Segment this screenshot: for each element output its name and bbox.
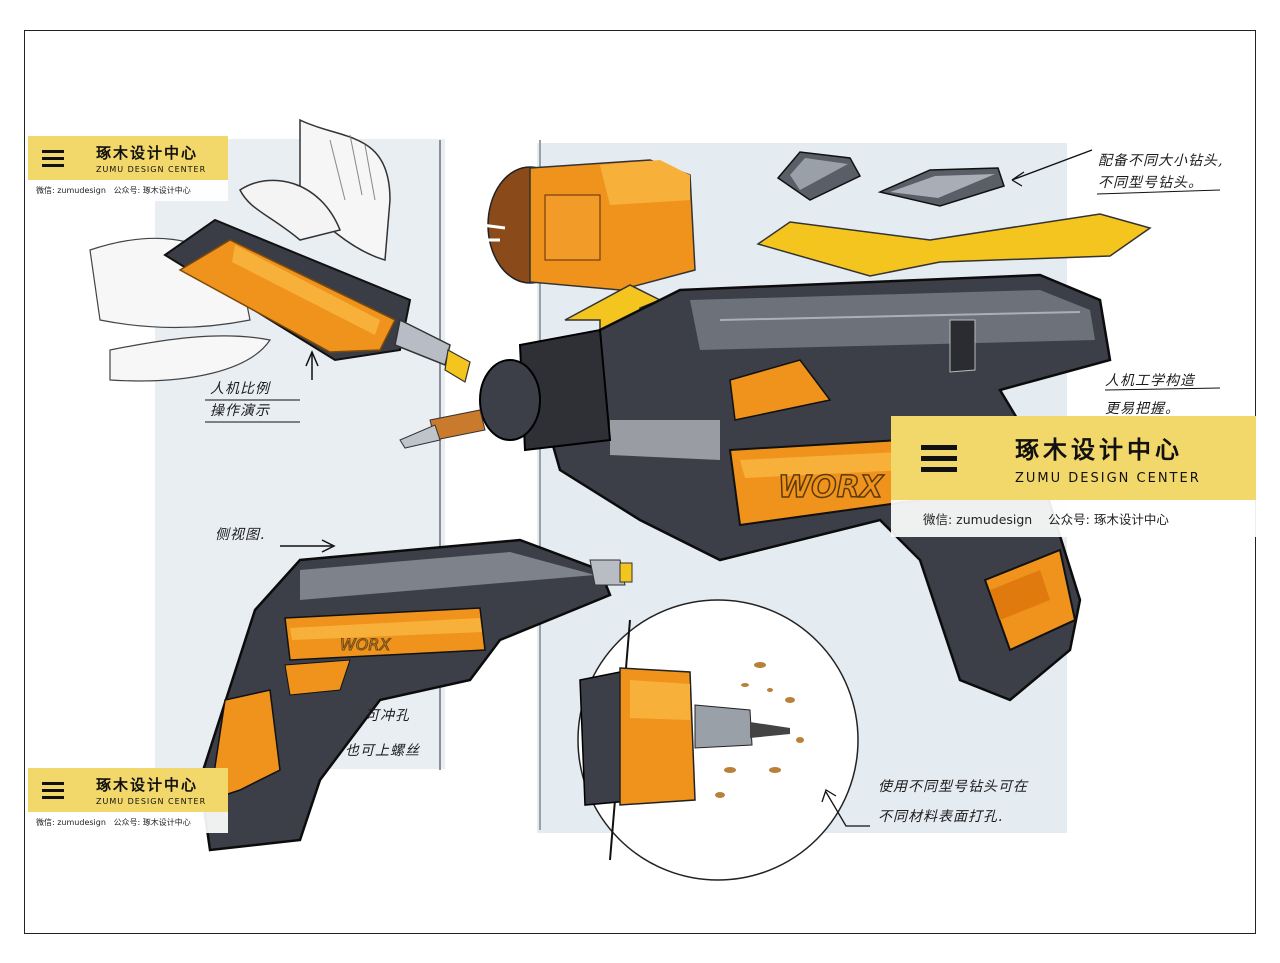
note-use-bits: 使用不同型号钻头可在	[878, 779, 1028, 795]
badge-wechat: 微信: zumudesign	[923, 512, 1033, 527]
brand-logo-side: WORX	[340, 635, 392, 654]
badge-wechat: 微信: zumudesign	[36, 186, 106, 195]
badge-english-name: ZUMU DESIGN CENTER	[1015, 471, 1201, 486]
drill-nose	[399, 328, 612, 452]
zumu-logo-icon	[921, 440, 957, 476]
badge-contact: 微信: zumudesign 公众号: 琢木设计中心	[28, 180, 228, 201]
badge-english-name: ZUMU DESIGN CENTER	[96, 797, 207, 806]
note-drill-types: 不同型号钻头。	[1098, 175, 1203, 191]
drill-bit-2	[877, 167, 1005, 207]
watermark-badge-right: 琢木设计中心 ZUMU DESIGN CENTER 微信: zumudesign…	[891, 416, 1256, 537]
brand-logo-main: WORX	[778, 470, 885, 505]
note-operation-demo: 操作演示	[210, 403, 270, 419]
note-ergonomic-design: 人机工学构造	[1105, 373, 1195, 389]
note-drill-bits: 配备不同大小钻头,	[1098, 153, 1224, 169]
note-side-view: 侧视图.	[215, 527, 266, 543]
note-easy-grip: 更易把握。	[1105, 401, 1180, 417]
watermark-badge-bottom-left: 琢木设计中心 ZUMU DESIGN CENTER 微信: zumudesign…	[28, 768, 228, 833]
watermark-badge-top-left: 琢木设计中心 ZUMU DESIGN CENTER 微信: zumudesign…	[28, 136, 228, 201]
badge-wechat: 微信: zumudesign	[36, 818, 106, 827]
badge-contact: 微信: zumudesign 公众号: 琢木设计中心	[891, 500, 1256, 537]
screwdriver-top	[163, 218, 471, 383]
drill-bit-1	[776, 151, 862, 201]
note-surfaces: 不同材料表面打孔.	[878, 809, 1004, 825]
badge-name: 琢木设计中心	[96, 144, 199, 162]
motion-arrow	[756, 213, 1152, 277]
zumu-logo-icon	[42, 147, 64, 169]
note-can-screw: 也可上螺丝	[345, 743, 420, 759]
note-can-drill: 可冲孔	[365, 708, 410, 724]
main-drill	[538, 273, 1112, 702]
note-ergonomic-ratio: 人机比例	[210, 381, 270, 397]
badge-contact: 微信: zumudesign 公众号: 琢木设计中心	[28, 812, 228, 833]
badge-account: 公众号: 琢木设计中心	[1048, 512, 1169, 527]
badge-english-name: ZUMU DESIGN CENTER	[96, 165, 207, 174]
chuck-head	[481, 159, 696, 291]
badge-name: 琢木设计中心	[96, 776, 199, 794]
zumu-logo-icon	[42, 779, 64, 801]
badge-account: 公众号: 琢木设计中心	[113, 186, 191, 195]
detail-circle	[577, 599, 859, 881]
badge-account: 公众号: 琢木设计中心	[113, 818, 191, 827]
side-view-drill	[198, 538, 633, 852]
badge-name: 琢木设计中心	[1015, 436, 1183, 464]
